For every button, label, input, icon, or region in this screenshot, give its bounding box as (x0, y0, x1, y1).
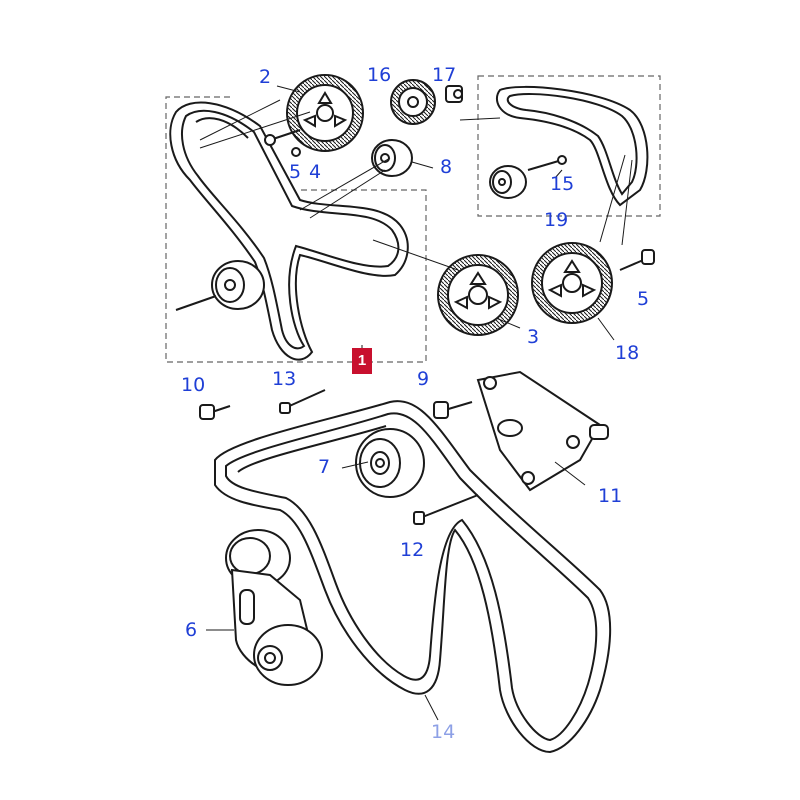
timing-belt (169, 101, 409, 361)
dashed-frame-right (477, 75, 661, 217)
callout-2: 2 (259, 66, 272, 88)
bolt-9 (433, 401, 473, 419)
callout-5-upper: 5 (289, 161, 302, 183)
callout-13: 13 (272, 368, 297, 390)
dashed-frame-left (165, 96, 427, 363)
tensioner-upper-left (175, 260, 265, 311)
bolt-4 (264, 129, 301, 157)
callout-6: 6 (185, 619, 198, 641)
leader-lines (199, 85, 633, 721)
callout-4: 4 (309, 161, 322, 183)
bracket-11 (476, 370, 609, 492)
bolt-15 (527, 155, 567, 171)
callout-15: 15 (550, 173, 575, 195)
sprocket-2 (286, 74, 364, 152)
sprocket-16 (390, 79, 436, 125)
callout-18: 18 (615, 342, 640, 364)
callout-1-badge: 1 (352, 348, 372, 374)
tensioner-15 (489, 165, 527, 199)
nut-17 (445, 85, 463, 103)
callout-5-right: 5 (637, 288, 650, 310)
callout-9: 9 (417, 368, 430, 390)
callout-11: 11 (598, 485, 623, 507)
callout-7: 7 (318, 456, 331, 478)
stud-12 (413, 494, 479, 525)
callout-14: 14 (431, 721, 456, 743)
callout-12: 12 (400, 539, 425, 561)
idler-8 (371, 139, 413, 177)
callout-3: 3 (527, 326, 540, 348)
callout-17: 17 (432, 64, 457, 86)
sprocket-3 (437, 254, 519, 336)
bolt-5-right (619, 249, 655, 271)
idler-7 (355, 428, 425, 498)
callout-10: 10 (181, 374, 206, 396)
serpentine-belt (214, 400, 612, 754)
bolt-10 (199, 404, 231, 420)
callout-8: 8 (440, 156, 453, 178)
callout-19: 19 (544, 209, 569, 231)
bolt-13 (279, 389, 326, 414)
callout-16: 16 (367, 64, 392, 86)
sprocket-18 (531, 242, 613, 324)
tensioner-6 (225, 529, 323, 686)
